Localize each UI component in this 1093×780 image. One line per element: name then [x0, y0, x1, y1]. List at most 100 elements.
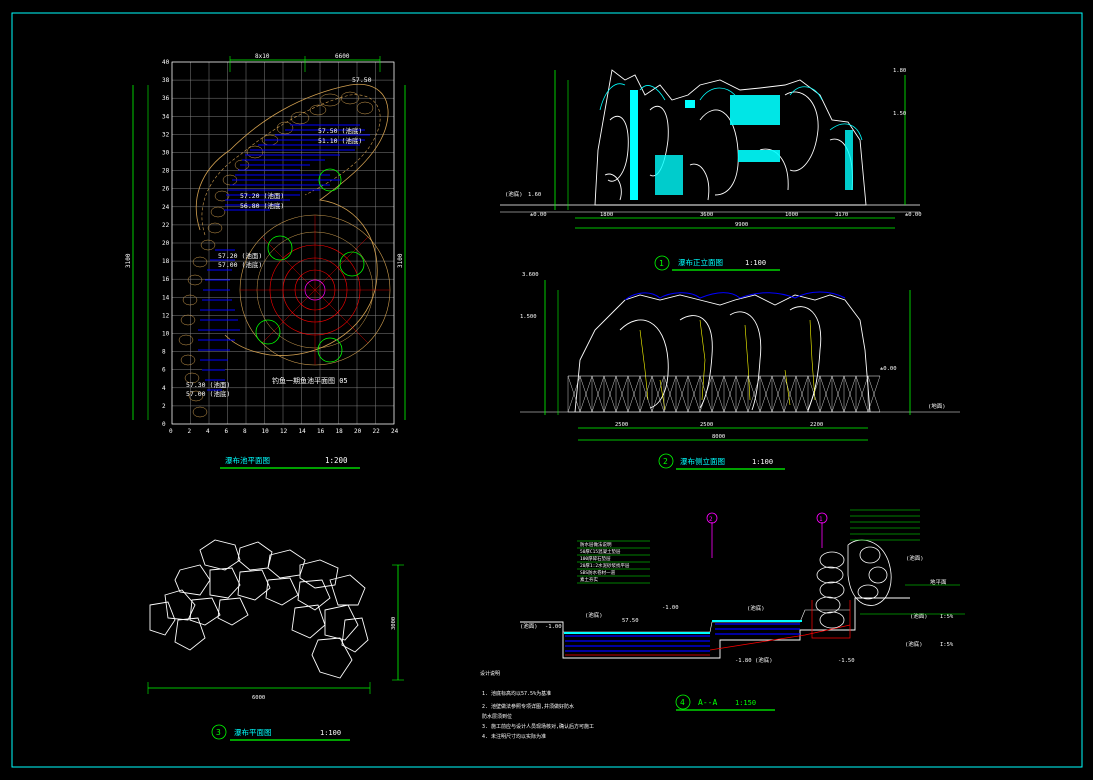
plan-y-tick: 34 [162, 113, 170, 120]
front-dim-texts: 1800 3600 1000 3170 9900 ±0.00 (池底) ±0.0… [505, 68, 922, 228]
fence-bar [723, 375, 737, 413]
fence-bar [627, 375, 641, 413]
svg-text:8000: 8000 [712, 434, 725, 440]
plan-x-tick: 18 [336, 428, 344, 435]
svg-text:1000: 1000 [785, 212, 798, 218]
side-number-circle [658, 453, 674, 469]
section-legend: 防水层做法说明 50厚C15混凝土垫层 100厚碎石垫层 20厚1:2水泥砂浆找… [577, 540, 650, 584]
plan-water-hatch [198, 124, 370, 391]
front-number-circle [654, 255, 670, 271]
callout-circle-1 [816, 512, 828, 524]
plan-x-tick: 0 [169, 428, 173, 435]
fence-bar [783, 375, 797, 413]
section-a-a: 2 1 防水层做法说明 50厚C15混凝土垫层 100厚碎石垫层 20厚1:2水… [480, 509, 965, 740]
plan-y-tick: 40 [162, 59, 170, 66]
plan-y-tick: 36 [162, 95, 170, 102]
plan-rocks [178, 91, 374, 418]
section-notes: 设计说明 1. 池底标高均以57.5%为基准 2. 池壁做法参照专项详图,并须做… [480, 670, 594, 740]
rock-plan-number-circle [211, 724, 227, 740]
fence-bar [687, 375, 701, 413]
svg-text:2500: 2500 [700, 422, 713, 428]
side-elevation: 2500 2500 2200 8000 3.600 1.500 ±0.00 (地… [520, 272, 960, 470]
svg-text:1.500: 1.500 [520, 314, 537, 320]
svg-text:地平面: 地平面 [930, 578, 947, 586]
svg-text:±0.00: ±0.00 [880, 366, 897, 372]
svg-text:57.50: 57.50 [352, 76, 372, 84]
section-labels: (池底) 57.50 -1.00 (池面) -1.00 (池底) -1.80 (… [520, 554, 954, 664]
svg-text:(地面): (地面) [928, 402, 946, 410]
svg-text:9900: 9900 [735, 222, 748, 228]
fence-bar [639, 375, 653, 413]
plan-dim-side-text-left: 3100 [125, 253, 132, 268]
plan-x-tick: 2 [188, 428, 192, 435]
side-rockery [574, 294, 871, 413]
front-waterfall-cascades [630, 90, 853, 200]
plan-elevation-labels: 57.50 57.50 (池底) 51.10 (池底) 57.20 (池面) 5… [186, 76, 372, 398]
plan-y-tick: 32 [162, 131, 170, 138]
plan-y-tick: 28 [162, 168, 170, 175]
svg-text:100厚碎石垫层: 100厚碎石垫层 [580, 555, 611, 562]
svg-text:(池底): (池底) [505, 190, 523, 198]
plan-y-tick: 22 [162, 222, 170, 229]
plan-x-tick: 10 [262, 428, 270, 435]
plan-dim-top-right-text: 6600 [335, 53, 350, 60]
side-number: 2 [663, 457, 668, 466]
plan-y-tick: 16 [162, 276, 170, 283]
plan-y-tick: 8 [162, 349, 166, 356]
front-elevation: 1800 3600 1000 3170 9900 ±0.00 (池底) ±0.0… [500, 68, 922, 271]
plan-y-tick: 10 [162, 331, 170, 338]
svg-text:I:5%: I:5% [940, 642, 954, 648]
svg-text:57.50 (池底): 57.50 (池底) [318, 126, 362, 135]
section-note-leaders [850, 509, 965, 615]
plan-x-tick: 4 [206, 428, 210, 435]
rock-plan-stones [149, 539, 369, 679]
svg-text:3600: 3600 [700, 212, 713, 218]
svg-text:(池面): (池面) [910, 612, 928, 620]
front-title: 瀑布正立面图 [678, 257, 723, 267]
svg-text:3170: 3170 [835, 212, 848, 218]
fence-bar [615, 375, 629, 413]
rock-plan: 6000 3000 3 瀑布平面图 1:100 [147, 539, 404, 741]
side-scale: 1:100 [752, 458, 773, 466]
fence-bar [795, 375, 809, 413]
svg-text:防水层须到位: 防水层须到位 [482, 713, 512, 720]
fence-bar [843, 375, 857, 413]
fence-bar [567, 375, 581, 413]
sheet-border [11, 12, 1083, 768]
svg-text:57.00 (池底): 57.00 (池底) [186, 389, 230, 398]
svg-text:-1.80: -1.80 [735, 658, 752, 664]
fence-bar [807, 375, 821, 413]
plan-x-tick: 8 [243, 428, 247, 435]
fence-bar [759, 375, 773, 413]
svg-text:2500: 2500 [615, 422, 628, 428]
svg-text:(池底): (池底) [905, 640, 923, 648]
plan-x-tick: 16 [317, 428, 325, 435]
svg-text:3. 施工前应与设计人员现场核对,确认后方可施工: 3. 施工前应与设计人员现场核对,确认后方可施工 [482, 723, 594, 730]
svg-text:(池底): (池底) [755, 656, 773, 664]
fence-bar [831, 375, 845, 413]
plan-title: 瀑布池平面图 [225, 455, 270, 465]
svg-text:防水层做法说明: 防水层做法说明 [580, 541, 612, 548]
svg-text:1.80: 1.80 [893, 68, 906, 74]
front-number: 1 [659, 259, 664, 268]
plan-y-tick: 4 [162, 385, 166, 392]
section-profile [520, 597, 910, 659]
fence-bar [699, 375, 713, 413]
svg-text:1.60: 1.60 [528, 192, 541, 198]
svg-text:-1.50: -1.50 [838, 658, 855, 664]
callout-2: 2 [709, 516, 713, 523]
plan-x-tick: 24 [391, 428, 399, 435]
fence-bar [579, 375, 593, 413]
rock-plan-number: 3 [216, 728, 221, 737]
rock-plan-dim-bottom-text: 6000 [252, 695, 265, 701]
plan-x-tick: 20 [354, 428, 362, 435]
side-dim-texts: 2500 2500 2200 8000 3.600 1.500 ±0.00 (地… [520, 272, 946, 440]
plan-y-tick: 30 [162, 150, 170, 157]
svg-text:4. 未注明尺寸均以实际为准: 4. 未注明尺寸均以实际为准 [482, 733, 546, 740]
svg-text:57.20 (池面): 57.20 (池面) [218, 251, 262, 260]
svg-text:3.600: 3.600 [522, 272, 539, 278]
plan-y-tick: 38 [162, 77, 170, 84]
plan-y-tick: 26 [162, 186, 170, 193]
svg-text:1. 池底标高均以57.5%为基准: 1. 池底标高均以57.5%为基准 [482, 690, 551, 697]
svg-text:I:5%: I:5% [940, 614, 954, 620]
